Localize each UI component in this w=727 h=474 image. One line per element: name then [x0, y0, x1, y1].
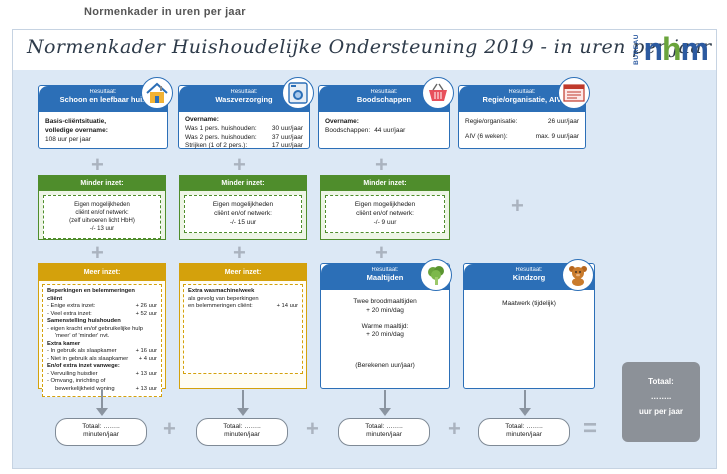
plus-sign: + — [448, 416, 461, 441]
arrow-down — [96, 390, 108, 416]
house-icon — [141, 77, 173, 109]
meer-inzet-row: - Vervuiling huisdier+ 13 uur — [47, 370, 157, 377]
meer-inzet-row: Beperkingen en belemmeringen cliënt — [47, 288, 135, 302]
plus-sign: + — [306, 416, 319, 441]
meer-inzet-row: En/of extra inzet vanwege: — [47, 363, 120, 370]
meer-inzet-row: Samenstelling huishouden — [47, 318, 121, 325]
plus-sign: + — [91, 240, 104, 265]
final-total-box: Totaal: …….. uur per jaar — [622, 362, 700, 442]
plus-sign: + — [91, 152, 104, 177]
arrow-down — [237, 390, 249, 416]
meer-inzet-row: - In gebruik als slaapkamer+ 16 uur — [47, 348, 157, 355]
plus-sign: + — [233, 152, 246, 177]
plus-sign: + — [375, 240, 388, 265]
planner-icon — [558, 77, 590, 109]
minder-inzet-box-1: Minder inzet: Eigen mogelijkheden cliënt… — [38, 175, 166, 240]
meer-inzet-row: bewerkelijkheid woning+ 13 uur — [55, 385, 157, 392]
meer-inzet-row: Extra kamer — [47, 340, 81, 347]
equals-sign: = — [583, 415, 598, 442]
page-header: Normenkader in uren per jaar — [84, 6, 246, 18]
meer-inzet-row: - Enige extra inzet:+ 26 uur — [47, 303, 157, 310]
minder-inzet-box-3: Minder inzet: Eigen mogelijkheden cliënt… — [320, 175, 450, 240]
arrow-down — [519, 390, 531, 416]
meer-inzet-box-1: Meer inzet: Beperkingen en belemmeringen… — [38, 263, 166, 398]
meer-inzet-row: - Niet in gebruik als slaapkamer+ 4 uur — [47, 355, 157, 362]
meer-inzet-row: 'meer' of 'minder' nvt. — [55, 333, 110, 340]
arrow-down — [379, 390, 391, 416]
meer-inzet-row: - Omvang, inrichting of — [47, 378, 106, 385]
shopping-basket-icon — [422, 77, 454, 109]
subtotal-box-4: Totaal: ……..minuten/jaar — [478, 418, 570, 446]
washing-machine-icon — [282, 77, 314, 109]
meer-inzet-row: Extra wasmachine/week — [188, 288, 255, 294]
subtotal-box-1: Totaal: ……..minuten/jaar — [55, 418, 147, 446]
diagram-title: Normenkader Huishoudelijke Ondersteuning… — [27, 36, 712, 58]
logo: BUREAU nhm — [633, 31, 709, 67]
title-bar: Normenkader Huishoudelijke Ondersteuning… — [13, 30, 716, 70]
meer-inzet-row: - Veel extra inzet:+ 52 uur — [47, 310, 157, 317]
meer-inzet-row: - eigen kracht en/of gebruikelijke hulp — [47, 325, 144, 332]
logo-bureau-text: BUREAU — [633, 33, 641, 65]
result-card-boodschappen: Resultaat: Boodschappen Overname: Boodsc… — [318, 85, 450, 149]
broccoli-icon — [420, 259, 452, 291]
logo-mark: nhm — [643, 31, 709, 67]
plus-sign: + — [163, 416, 176, 441]
minder-inzet-box-2: Minder inzet: Eigen mogelijkheden cliënt… — [179, 175, 307, 240]
plus-sign: + — [511, 193, 524, 218]
meer-inzet-row: en belemmeringen cliënt:+ 14 uur — [188, 303, 298, 310]
subtotal-box-3: Totaal: ……..minuten/jaar — [338, 418, 430, 446]
plus-sign: + — [375, 152, 388, 177]
meer-inzet-row: als gevolg van beperkingen — [188, 295, 259, 302]
teddy-bear-icon — [562, 259, 594, 291]
subtotal-box-2: Totaal: ……..minuten/jaar — [196, 418, 288, 446]
plus-sign: + — [233, 240, 246, 265]
